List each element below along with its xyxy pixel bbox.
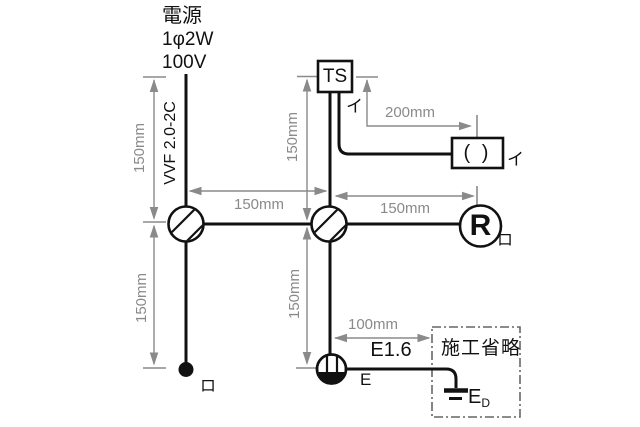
dimension-label-left-lower: 150mm [133,272,150,324]
power-source-label: 電源 1φ2W 100V [162,5,213,74]
dimension-200-top [356,76,478,137]
dimension-lines [143,75,478,369]
dimension-label-lower: 150mm [286,268,303,320]
e-joint-symbol [315,353,348,385]
dimension-label-right: 150mm [379,200,431,217]
dimension-label-middle: 150mm [233,196,285,213]
ceiling-wire [337,92,452,156]
earth-label-subscript: D [481,396,491,410]
dimension-ts-column [297,75,317,221]
junction-box-right [310,205,348,243]
dimension-100-bottom [334,333,431,343]
cable-type-label: VVF 2.0-2C [162,101,179,185]
power-source-phase: 1φ2W [162,29,214,50]
construction-omitted-label: 施工省略 [441,338,522,359]
earth-label-main: E [468,386,482,408]
earth-wire [346,367,458,388]
conduit-size-label: E1.6 [370,339,412,361]
wires [184,74,461,388]
switch-mark: ロ [200,378,217,395]
earth-symbol [444,388,468,400]
dimension-label-bottom: 100mm [347,316,399,333]
junction-box-left [167,205,205,243]
dimension-label-ts: 150mm [284,111,301,163]
lamp-receptacle-circle [458,204,503,248]
e-joint-label: E [360,370,372,389]
timer-switch-box [316,59,354,94]
switch-dot [178,362,194,377]
ceiling-receptacle-symbol: ( ) [463,141,492,164]
lamp-receptacle-mark: ロ [497,232,514,249]
power-source-title: 電源 [162,5,202,27]
ceiling-receptacle-box [450,136,505,170]
lamp-receptacle-symbol: R [469,209,492,242]
dimension-left-column [143,76,166,369]
dimension-150-middle [188,186,328,196]
power-source-voltage: 100V [162,52,207,73]
earth-label: ED [468,386,490,410]
omitted-area-box [431,326,521,418]
timer-switch-mark: イ [346,97,363,116]
ceiling-receptacle-mark: イ [507,150,524,169]
dimension-lower-column [296,226,318,369]
timer-switch-label: TS [322,65,348,87]
dimension-label-left-upper: 150mm [131,122,148,174]
dimension-label-top: 200mm [384,104,436,121]
